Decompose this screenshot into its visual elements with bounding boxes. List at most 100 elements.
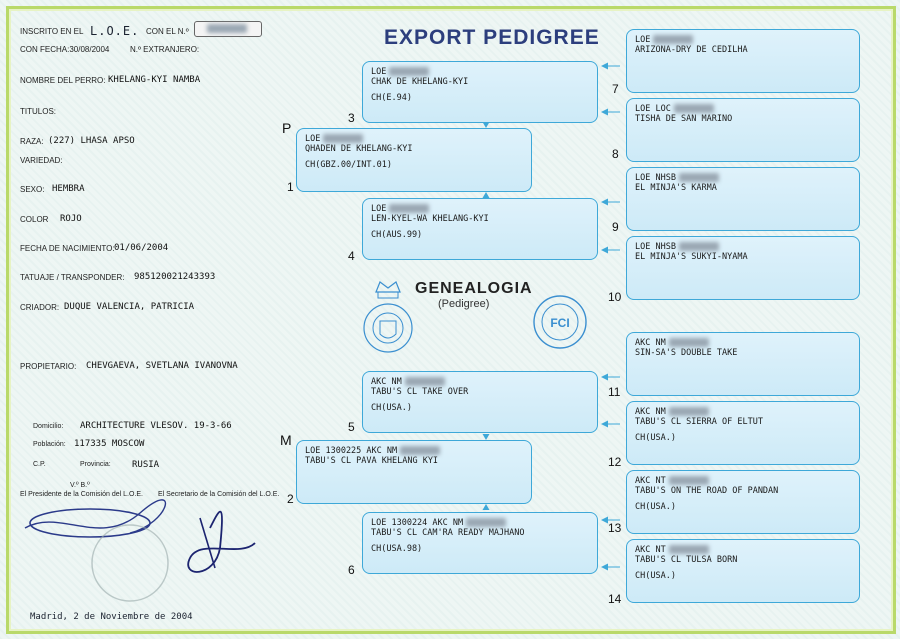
great-grandparent-box: LOE ARIZONA-DRY DE CEDILHA (626, 29, 860, 93)
ggp-name: TABU'S CL TULSA BORN (635, 555, 738, 565)
grandparent-title: CH(E.94) (371, 93, 412, 103)
parent-title: CH(GBZ.00/INT.01) (305, 160, 392, 170)
nacimiento-value: 01/06/2004 (114, 243, 169, 253)
ggp-reg: AKC NM (635, 407, 851, 417)
ggp-name: EL MINJA'S KARMA (635, 183, 717, 193)
grandparent-name: LEN-KYEL-WA KHELANG-KYI (371, 214, 489, 224)
grandparent-reg: LOE (371, 204, 589, 214)
parent-name: TABU'S CL PAVA KHELANG KYI (305, 456, 439, 466)
genealogia-heading: GENEALOGIA (415, 280, 533, 297)
grandparent-reg: LOE (371, 67, 589, 77)
fecha-label: CON FECHA:30/08/2004 (20, 45, 110, 54)
ggp-name: TABU'S CL SIERRA OF ELTUT (635, 417, 763, 427)
nacimiento-label: FECHA DE NACIMIENTO: (20, 244, 115, 253)
great-grandparent-box: LOE NHSB EL MINJA'S KARMA (626, 167, 860, 231)
footer-place-date: Madrid, 2 de Noviembre de 2004 (30, 612, 193, 622)
parent-reg: LOE (305, 134, 523, 144)
connector-arrow (601, 563, 608, 571)
ggp-reg: AKC NT (635, 545, 851, 555)
connector-arrow (601, 108, 608, 116)
variedad-label: VARIEDAD: (20, 156, 63, 165)
ggp-title: CH(USA.) (635, 571, 676, 581)
great-grandparent-box: AKC NT TABU'S CL TULSA BORN CH(USA.) (626, 539, 860, 603)
ggp-reg: LOE NHSB (635, 242, 851, 252)
ggp-number: 12 (608, 455, 622, 469)
grandparent-name: TABU'S CL CAM'RA READY MAJHANO (371, 528, 525, 538)
con-el-label: CON EL N.º (146, 27, 189, 36)
sire-letter: P (282, 120, 292, 136)
grandparent-box: LOE LEN-KYEL-WA KHELANG-KYI CH(AUS.99) (362, 198, 598, 260)
ggp-reg: LOE LOC (635, 104, 851, 114)
grandparent-box: LOE 1300224 AKC NM TABU'S CL CAM'RA READ… (362, 512, 598, 574)
grandparent-box: AKC NM TABU'S CL TAKE OVER CH(USA.) (362, 371, 598, 433)
parent-number: 1 (287, 180, 294, 194)
domicilio-label: Domicilio: (33, 423, 64, 430)
titulos-label: TITULOS: (20, 107, 57, 116)
great-grandparent-box: LOE NHSB EL MINJA'S SUKYI-NYAMA (626, 236, 860, 300)
rsce-seal-icon (363, 281, 413, 353)
ggp-name: TISHA DE SAN MARINO (635, 114, 733, 124)
connector-arrow (601, 198, 608, 206)
great-grandparent-box: AKC NT TABU'S ON THE ROAD OF PANDAN CH(U… (626, 470, 860, 534)
connector-arrow (482, 122, 490, 128)
ggp-name: SIN-SA'S DOUBLE TAKE (635, 348, 738, 358)
connector-arrow (601, 516, 608, 524)
ggp-name: EL MINJA'S SUKYI-NYAMA (635, 252, 748, 262)
connector-arrow (601, 373, 608, 381)
connector-arrow (482, 434, 490, 440)
ggp-number: 8 (612, 147, 619, 161)
ggp-title: CH(USA.) (635, 433, 676, 443)
parent-number: 2 (287, 492, 294, 506)
connector-arrow (601, 420, 608, 428)
ggp-title: CH(USA.) (635, 502, 676, 512)
fci-logo-text: FCI (550, 316, 569, 330)
sexo-value: HEMBRA (52, 184, 85, 194)
propietario-value: CHEVGAEVA, SVETLANA IVANOVNA (86, 361, 238, 371)
criador-label: CRIADOR: (20, 303, 60, 312)
connector-arrow (601, 62, 608, 70)
nombre-value: KHELANG-KYI NAMBA (108, 75, 201, 85)
cp-label: C.P. (33, 461, 46, 468)
ggp-number: 14 (608, 592, 622, 606)
ggp-number: 7 (612, 82, 619, 96)
ggp-name: ARIZONA-DRY DE CEDILHA (635, 45, 748, 55)
registration-number-box (194, 21, 262, 37)
propietario-label: PROPIETARIO: (20, 362, 77, 371)
ggp-reg: LOE (635, 35, 851, 45)
signature-scribbles (24, 499, 256, 602)
color-label: COLOR (20, 215, 49, 224)
poblacion-label: Población: (33, 441, 66, 448)
connector-arrow (482, 504, 490, 510)
connector-arrow (482, 192, 490, 198)
ggp-reg: AKC NT (635, 476, 851, 486)
color-value: ROJO (60, 214, 82, 224)
grandparent-number: 5 (348, 420, 355, 434)
grandparent-reg: LOE 1300224 AKC NM (371, 518, 589, 528)
fci-logo-icon: FCI (533, 295, 587, 349)
grandparent-name: CHAK DE KHELANG-KYI (371, 77, 469, 87)
grandparent-number: 4 (348, 249, 355, 263)
parent-box-sire: LOE QHADEN DE KHELANG-KYI CH(GBZ.00/INT.… (296, 128, 532, 192)
document-title: EXPORT PEDIGREE (384, 26, 600, 49)
grandparent-title: CH(USA.) (371, 403, 412, 413)
connector-arrow (601, 246, 608, 254)
grandparent-title: CH(USA.98) (371, 544, 423, 554)
great-grandparent-box: AKC NM TABU'S CL SIERRA OF ELTUT CH(USA.… (626, 401, 860, 465)
inscrito-label: INSCRITO EN EL (20, 27, 84, 36)
great-grandparent-box: AKC NM SIN-SA'S DOUBLE TAKE (626, 332, 860, 396)
grandparent-title: CH(AUS.99) (371, 230, 423, 240)
parent-box-dam: LOE 1300225 AKC NM TABU'S CL PAVA KHELAN… (296, 440, 532, 504)
domicilio-value: ARCHITECTURE VLESOV. 19-3-66 (80, 421, 232, 431)
vb-label: V.º B.º (70, 482, 90, 489)
dam-letter: M (280, 432, 292, 448)
grandparent-box: LOE CHAK DE KHELANG-KYI CH(E.94) (362, 61, 598, 123)
parent-name: QHADEN DE KHELANG-KYI (305, 144, 413, 154)
grandparent-number: 3 (348, 111, 355, 125)
secretario-label: El Secretario de la Comisión del L.O.E. (158, 491, 280, 498)
raza-label: RAZA: (20, 137, 44, 146)
parent-reg: LOE 1300225 AKC NM (305, 446, 523, 456)
sexo-label: SEXO: (20, 185, 45, 194)
tatuaje-value: 985120021243393 (134, 272, 216, 282)
